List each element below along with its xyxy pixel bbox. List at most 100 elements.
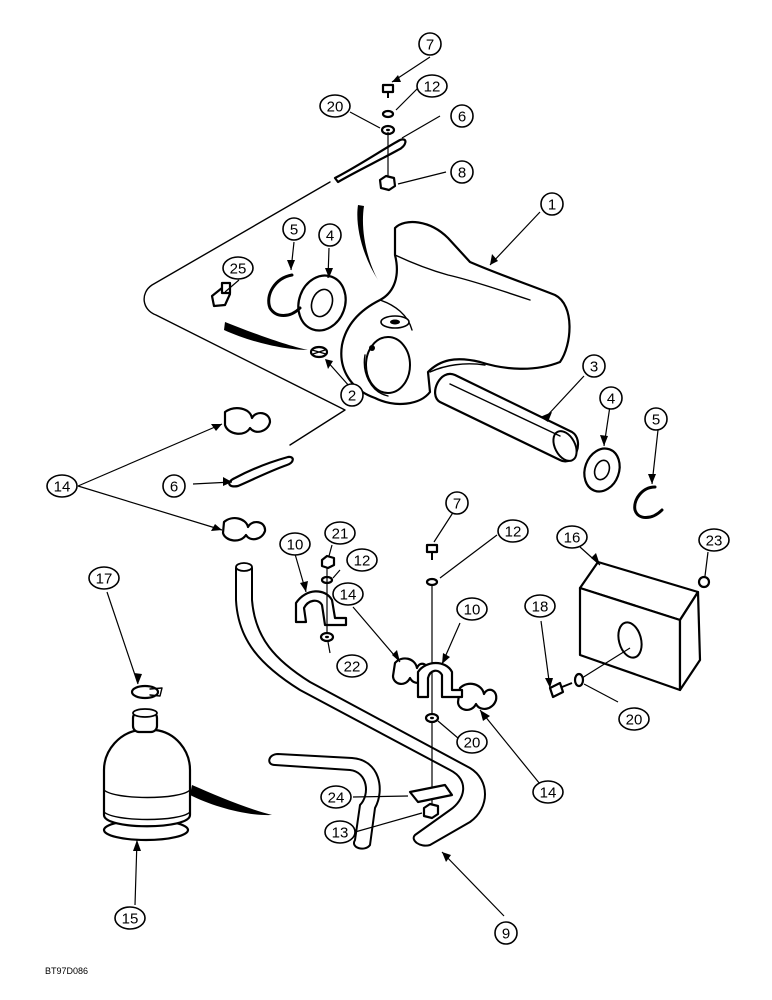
callout-bubble xyxy=(324,521,356,545)
callout-bubble xyxy=(456,597,488,621)
callout-17: 17 xyxy=(88,566,120,590)
callout-label: 2 xyxy=(348,388,356,405)
callout-bubble xyxy=(644,407,668,431)
callout-label: 23 xyxy=(706,533,723,550)
callout-24: 24 xyxy=(320,785,352,809)
callout-label: 20 xyxy=(327,99,344,116)
callout-5: 5 xyxy=(644,407,668,431)
part-23-nut xyxy=(697,575,711,589)
part-22-washer xyxy=(319,631,335,643)
callout-label: 13 xyxy=(332,825,349,842)
part-1-axle-pivot xyxy=(340,221,571,406)
callout-13: 13 xyxy=(324,820,356,844)
callout-6: 6 xyxy=(450,104,474,128)
callout-label: 4 xyxy=(326,228,334,245)
callout-bubble xyxy=(418,32,442,56)
drawing-code: BT97D086 xyxy=(45,966,88,976)
part-7-bolt-upper xyxy=(381,83,395,98)
callout-label: 1 xyxy=(548,197,556,214)
callout-bubble xyxy=(319,94,351,118)
callout-bubble xyxy=(618,707,650,731)
part-9-tube xyxy=(235,562,486,850)
arrow-lower xyxy=(190,785,272,816)
callout-25: 25 xyxy=(222,256,254,280)
part-12-washer-upper xyxy=(381,109,395,119)
callout-bubble xyxy=(532,780,564,804)
callout-20: 20 xyxy=(456,730,488,754)
arrow-upper xyxy=(357,205,378,280)
callout-bubble xyxy=(456,730,488,754)
callout-bubble xyxy=(416,74,448,98)
part-5-snap-ring-lower xyxy=(633,485,664,519)
part-13-nut xyxy=(422,802,440,820)
callout-14: 14 xyxy=(46,474,78,498)
callout-bubble xyxy=(114,906,146,930)
callout-bubble xyxy=(162,474,186,498)
callout-label: 14 xyxy=(540,785,557,802)
callout-label: 5 xyxy=(652,412,660,429)
part-16-weight-block xyxy=(578,560,702,692)
callout-label: 17 xyxy=(96,571,113,588)
callout-label: 10 xyxy=(464,602,481,619)
part-6-clamp-upper xyxy=(333,138,407,184)
callout-bubble xyxy=(279,532,311,556)
callout-bubble xyxy=(698,528,730,552)
callout-14: 14 xyxy=(332,582,364,606)
callout-10: 10 xyxy=(279,532,311,556)
part-7-bolt-lower xyxy=(425,543,439,560)
callout-label: 3 xyxy=(590,359,598,376)
callout-bubble xyxy=(582,354,606,378)
callout-20: 20 xyxy=(319,94,351,118)
part-14-clip-upper xyxy=(223,407,272,435)
callout-bubble xyxy=(494,921,518,945)
callout-label: 8 xyxy=(458,165,466,182)
callout-label: 15 xyxy=(122,911,139,928)
callout-bubble xyxy=(222,256,254,280)
callout-bubble xyxy=(318,223,342,247)
callout-bubble xyxy=(324,820,356,844)
part-14-clip-left xyxy=(221,517,267,542)
part-4-thrust-washer-upper xyxy=(297,274,347,332)
callout-label: 14 xyxy=(54,479,71,496)
part-3-pivot-pin xyxy=(434,372,579,463)
callout-4: 4 xyxy=(318,223,342,247)
callout-label: 5 xyxy=(290,222,298,239)
callout-label: 7 xyxy=(426,37,434,54)
callout-label: 16 xyxy=(564,530,581,547)
callout-12: 12 xyxy=(416,74,448,98)
part-17-hose-clamp xyxy=(130,684,163,700)
callout-15: 15 xyxy=(114,906,146,930)
part-6-clamp-lower xyxy=(228,455,294,488)
part-4-thrust-washer-lower xyxy=(583,447,621,493)
callout-label: 14 xyxy=(340,587,357,604)
callout-4: 4 xyxy=(599,386,623,410)
callout-bubble xyxy=(450,104,474,128)
callout-bubble xyxy=(445,491,469,515)
callout-3: 3 xyxy=(582,354,606,378)
part-10-clamp-right xyxy=(416,661,464,699)
callout-bubble xyxy=(346,548,378,572)
callout-9: 9 xyxy=(494,921,518,945)
callout-label: 20 xyxy=(464,735,481,752)
callout-label: 12 xyxy=(505,524,522,541)
callout-10: 10 xyxy=(456,597,488,621)
callout-bubble xyxy=(599,386,623,410)
callout-label: 6 xyxy=(458,109,466,126)
callout-7: 7 xyxy=(445,491,469,515)
callout-label: 24 xyxy=(328,790,345,807)
callout-20: 20 xyxy=(618,707,650,731)
callout-label: 9 xyxy=(502,926,510,943)
callout-label: 25 xyxy=(230,261,247,278)
callout-12: 12 xyxy=(346,548,378,572)
callout-bubble xyxy=(46,474,78,498)
callout-bubble xyxy=(497,519,529,543)
part-12-washer-lower xyxy=(425,577,439,587)
callout-bubble xyxy=(336,654,368,678)
callout-label: 12 xyxy=(424,79,441,96)
callout-label: 12 xyxy=(354,553,371,570)
part-21-nut xyxy=(320,554,336,570)
callout-label: 20 xyxy=(626,712,643,729)
callout-22: 22 xyxy=(336,654,368,678)
part-2-bushing xyxy=(309,345,329,359)
